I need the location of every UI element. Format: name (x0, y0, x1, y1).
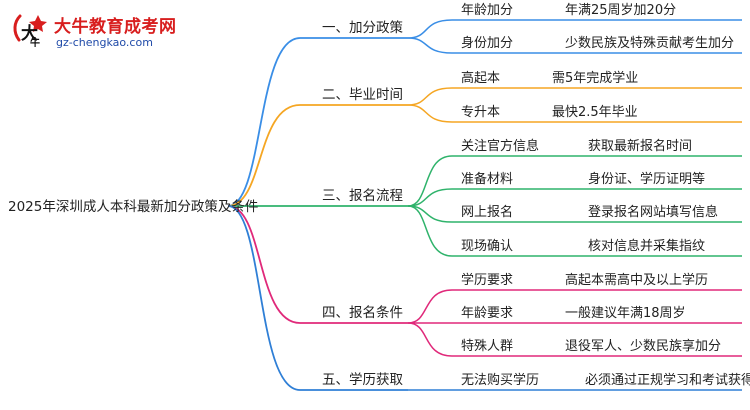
branch-leaf-link (407, 19, 453, 39)
root-topic: 2025年深圳成人本科最新加分政策及条件 (8, 198, 258, 215)
root-branch-link (227, 205, 301, 324)
branch-label: 五、学历获取 (322, 372, 403, 388)
leaf-value: 年满25周岁加20分 (565, 3, 676, 18)
root-branch-link (227, 205, 301, 391)
leaf-label: 关注官方信息 (461, 138, 539, 154)
svg-text:大: 大 (21, 23, 38, 44)
logo-title: 大牛教育成考网 (54, 17, 177, 37)
leaf-value: 必须通过正规学习和考试获得 (585, 372, 750, 388)
branch-leaf-link (407, 289, 453, 324)
leaf-value: 退役军人、少数民族享加分 (565, 338, 721, 354)
leaf-label: 年龄要求 (461, 306, 513, 321)
leaf-value: 登录报名网站填写信息 (588, 204, 718, 220)
branch-leaf-link (407, 188, 453, 207)
logo-url: gz-chengkao.com (56, 36, 153, 49)
leaf-value: 少数民族及特殊贡献考生加分 (565, 35, 734, 51)
site-logo: 大 牛 大牛教育成考网 gz-chengkao.com (10, 10, 176, 54)
root-branch-link (227, 104, 301, 207)
mindmap-nodes: 2025年深圳成人本科最新加分政策及条件 一、加分政策 年龄加分 年满25周岁加20… (8, 3, 750, 388)
branch-label: 二、毕业时间 (322, 87, 403, 103)
root-branch-link (227, 37, 301, 207)
branch-leaf-link (407, 155, 453, 207)
leaf-value: 获取最新报名时间 (588, 138, 692, 154)
leaf-value: 最快2.5年毕业 (552, 105, 638, 120)
leaf-label: 专升本 (461, 105, 500, 120)
leaf-label: 年龄加分 (461, 3, 513, 18)
branch-label: 四、报名条件 (322, 304, 403, 321)
branch-leaf-link (407, 104, 453, 123)
leaf-label: 特殊人群 (461, 339, 513, 354)
mindmap-links (227, 19, 742, 391)
leaf-value: 高起本需高中及以上学历 (565, 272, 708, 288)
leaf-label: 网上报名 (461, 204, 513, 220)
svg-text:牛: 牛 (30, 36, 40, 49)
branch-leaf-link (407, 205, 453, 257)
leaf-label: 身份加分 (461, 35, 513, 51)
leaf-label: 无法购买学历 (461, 372, 539, 388)
branch-leaf-link (407, 37, 453, 54)
leaf-label: 学历要求 (461, 272, 513, 288)
leaf-label: 准备材料 (461, 171, 513, 187)
logo-mark-icon: 大 牛 (13, 14, 47, 49)
branch-leaf-link (407, 322, 453, 357)
leaf-value: 一般建议年满18周岁 (565, 305, 686, 321)
branch-leaf-link (407, 87, 453, 106)
leaf-value: 核对信息并采集指纹 (588, 238, 705, 254)
leaf-label: 现场确认 (461, 239, 513, 254)
branch-label: 三、报名流程 (322, 188, 403, 204)
leaf-value: 身份证、学历证明等 (588, 171, 705, 187)
leaf-value: 需5年完成学业 (552, 70, 638, 86)
branch-label: 一、加分政策 (322, 19, 403, 36)
leaf-label: 高起本 (461, 70, 500, 86)
